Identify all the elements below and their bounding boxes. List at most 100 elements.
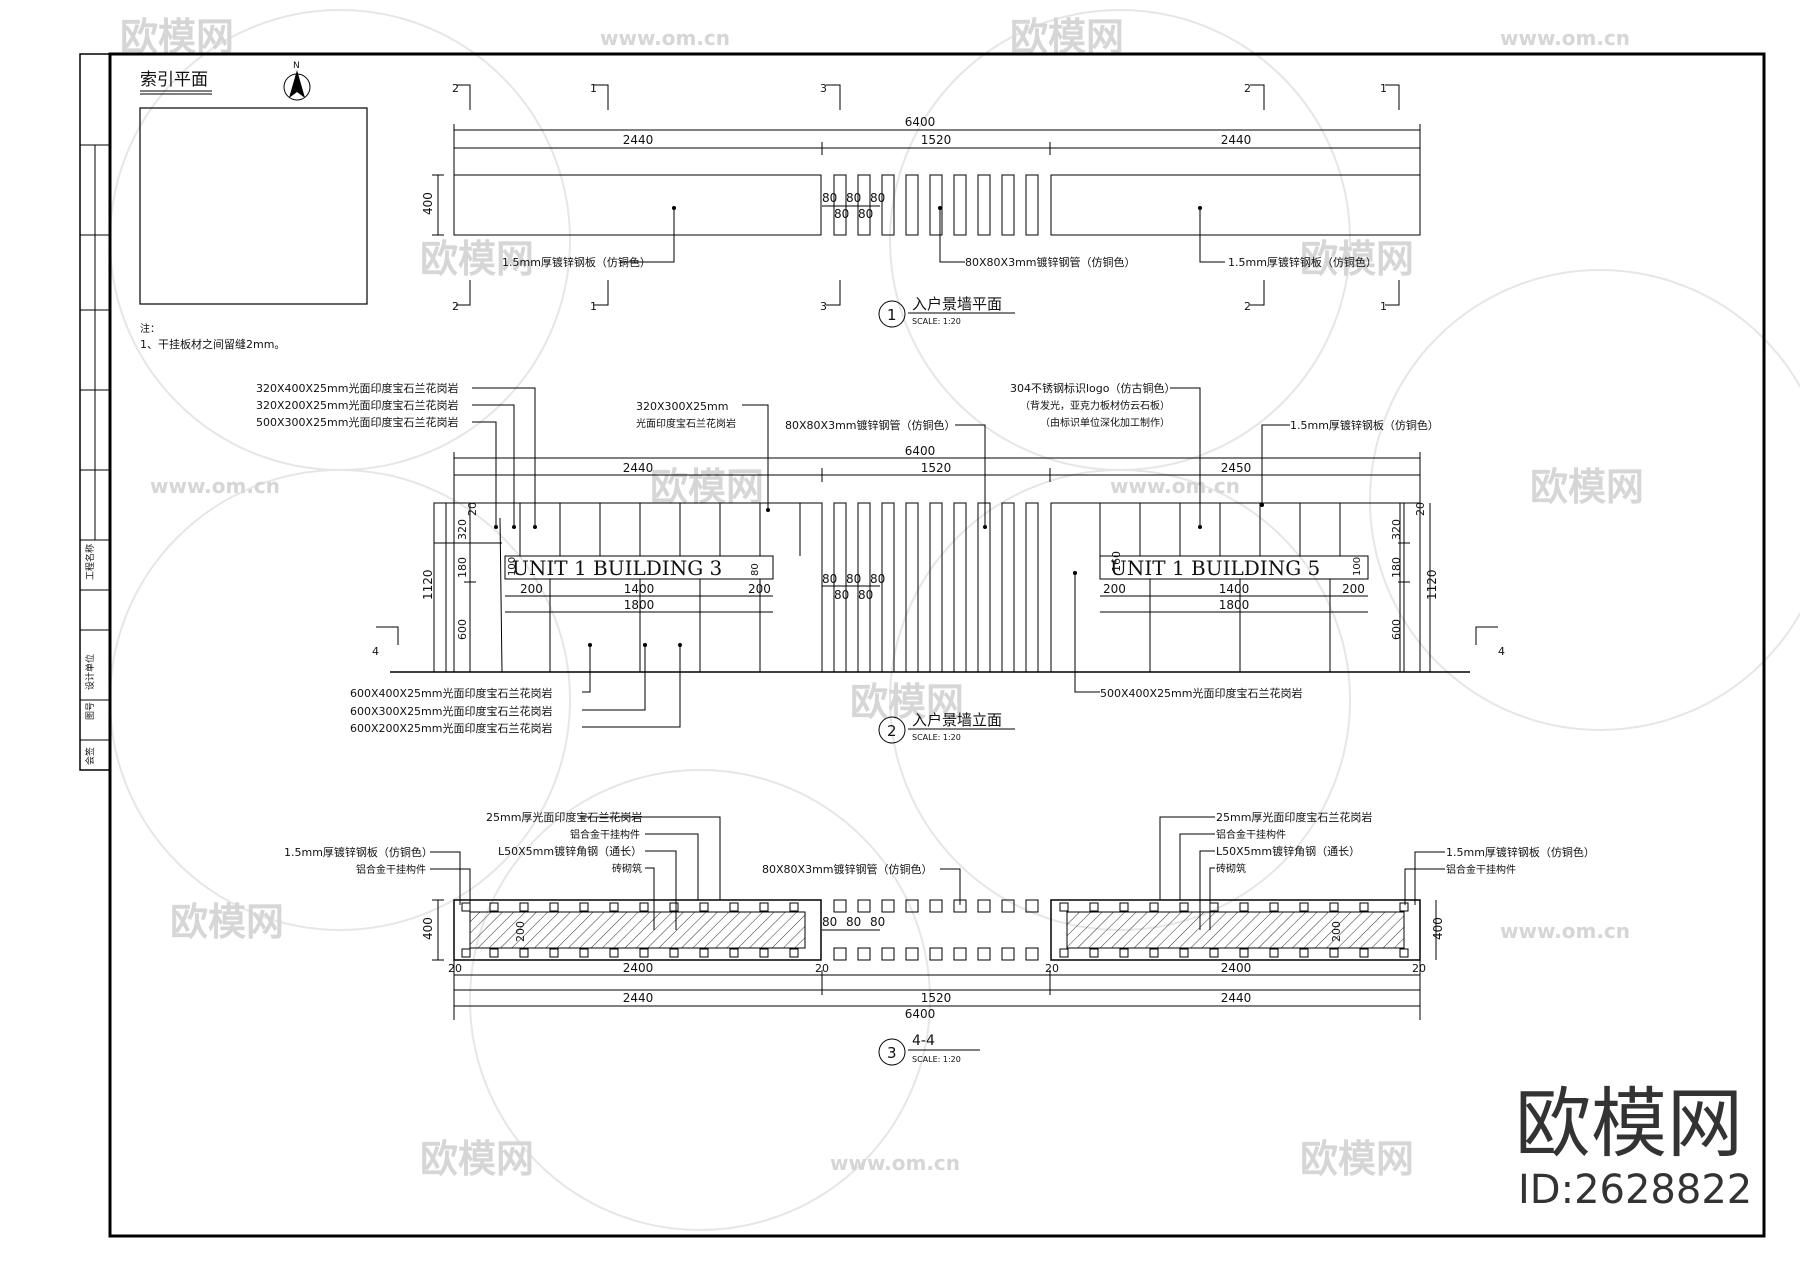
svg-text:80: 80 [846, 572, 861, 586]
svg-text:欧模网: 欧模网 [1010, 15, 1124, 59]
elev-label-3: 500X300X25mm光面印度宝石兰花岗岩 [256, 415, 459, 429]
svg-text:2: 2 [452, 82, 459, 95]
plan-label-mid: 80X80X3mm镀锌钢管（仿铜色） [965, 255, 1136, 269]
svg-text:100: 100 [1352, 557, 1363, 576]
elevation-view: UNIT 1 BUILDING 3 UNIT 1 BUILDING 5 6400… [256, 381, 1505, 744]
svg-text:20: 20 [466, 502, 479, 516]
notes-line: 1、干挂板材之间留缝2mm。 [140, 337, 285, 351]
sec-label-5: 1.5mm厚镀锌钢板（仿铜色） [284, 845, 433, 859]
elev-label-6b: （背发光，亚克力板材仿云石板） [1020, 399, 1170, 412]
elev-label-5: 80X80X3mm镀锌钢管（仿铜色） [785, 418, 956, 432]
svg-text:1120: 1120 [1425, 569, 1439, 600]
svg-text:1: 1 [1380, 300, 1387, 313]
north-arrow-icon: N [283, 61, 311, 101]
svg-text:80: 80 [846, 191, 861, 205]
svg-text:www.om.cn: www.om.cn [1500, 26, 1630, 50]
svg-text:200: 200 [520, 582, 543, 596]
watermark-brand: 欧模网 [120, 15, 234, 59]
elev-label-1: 320X400X25mm光面印度宝石兰花岗岩 [256, 381, 459, 395]
svg-text:100: 100 [507, 557, 518, 576]
svg-text:2450: 2450 [1221, 461, 1252, 475]
svg-text:4-4: 4-4 [912, 1033, 935, 1049]
watermark-url: www.om.cn [600, 26, 730, 50]
svg-text:200: 200 [514, 921, 527, 942]
notes-heading: 注： [140, 322, 160, 335]
elev-label-4b: 光面印度宝石兰花岗岩 [636, 417, 736, 430]
svg-text:1120: 1120 [421, 569, 435, 600]
svg-text:6400: 6400 [905, 444, 936, 458]
svg-text:www.om.cn: www.om.cn [150, 474, 280, 498]
svg-text:2: 2 [887, 722, 897, 740]
svg-text:4: 4 [1498, 645, 1505, 658]
plan-view: 6400 2440 1520 2440 400 80 80 80 80 80 1… [421, 82, 1421, 328]
index-plan: 索引平面 N 注： 1、干挂板材之间留缝2mm。 [139, 61, 368, 351]
sec-label-r1: 25mm厚光面印度宝石兰花岗岩 [1216, 810, 1372, 824]
svg-text:2440: 2440 [623, 461, 654, 475]
sec-label-4: 砖砌筑 [612, 862, 642, 875]
svg-text:欧模网: 欧模网 [850, 680, 964, 724]
svg-text:工程名称: 工程名称 [84, 544, 96, 580]
section-view: 6400 2440 1520 2440 2400 2400 20 20 20 2… [284, 810, 1595, 1066]
section-title: 3 4-4 SCALE: 1:20 [878, 1033, 980, 1066]
svg-text:欧模网: 欧模网 [1300, 1137, 1414, 1181]
svg-text:600: 600 [456, 619, 469, 640]
svg-text:4: 4 [372, 645, 379, 658]
watermark-brand-large: 欧模网 [1515, 1079, 1743, 1168]
svg-text:600: 600 [1390, 619, 1403, 640]
svg-text:1: 1 [887, 306, 897, 324]
svg-text:20: 20 [1414, 502, 1427, 516]
svg-text:1400: 1400 [624, 582, 655, 596]
svg-text:欧模网: 欧模网 [650, 465, 764, 509]
plan-label-right: 1.5mm厚镀锌钢板（仿铜色） [1228, 255, 1377, 269]
sec-label-2: 铝合金干挂构件 [570, 828, 640, 841]
title-block-text: 会签 图号 设计单位 工程名称 [84, 544, 96, 765]
svg-text:1: 1 [590, 300, 597, 313]
svg-text:1520: 1520 [921, 461, 952, 475]
svg-text:www.om.cn: www.om.cn [830, 1151, 960, 1175]
svg-text:20: 20 [1045, 962, 1059, 975]
svg-text:3: 3 [887, 1044, 897, 1062]
svg-text:图号: 图号 [85, 702, 96, 720]
svg-text:设计单位: 设计单位 [84, 654, 96, 690]
svg-text:欧模网: 欧模网 [1300, 237, 1414, 281]
svg-text:欧模网: 欧模网 [420, 1137, 534, 1181]
elevation-title: 2 入户景墙立面 SCALE: 1:20 [878, 711, 1015, 744]
plan-dim-b: 1520 [921, 133, 952, 147]
sec-label-6: 铝合金干挂构件 [356, 863, 426, 876]
svg-text:200: 200 [1342, 582, 1365, 596]
svg-text:80: 80 [870, 572, 885, 586]
svg-text:80: 80 [822, 572, 837, 586]
svg-text:160: 160 [1110, 551, 1123, 572]
svg-text:20: 20 [1412, 962, 1426, 975]
svg-text:200: 200 [1330, 921, 1343, 942]
svg-text:200: 200 [748, 582, 771, 596]
svg-text:2: 2 [1244, 300, 1251, 313]
svg-text:入户景墙立面: 入户景墙立面 [912, 711, 1002, 729]
sign-right: UNIT 1 BUILDING 5 [1110, 556, 1320, 580]
svg-text:欧模网: 欧模网 [420, 237, 534, 281]
plan-dim-c: 2440 [1221, 133, 1252, 147]
svg-text:欧模网: 欧模网 [1530, 465, 1644, 509]
svg-text:3: 3 [820, 300, 827, 313]
svg-text:SCALE: 1:20: SCALE: 1:20 [912, 317, 961, 326]
svg-text:6400: 6400 [905, 1007, 936, 1021]
svg-text:180: 180 [456, 557, 469, 578]
sec-label-r6: 铝合金干挂构件 [1446, 863, 1516, 876]
svg-text:80: 80 [858, 207, 873, 221]
sec-label-7: 80X80X3mm镀锌钢管（仿铜色） [762, 862, 933, 876]
svg-text:320: 320 [1390, 519, 1403, 540]
svg-text:2: 2 [1244, 82, 1251, 95]
svg-text:320: 320 [456, 519, 469, 540]
sec-label-r2: 铝合金干挂构件 [1216, 828, 1286, 841]
svg-text:20: 20 [448, 962, 462, 975]
sheet-border [79, 52, 1766, 1238]
svg-text:20: 20 [815, 962, 829, 975]
svg-text:1400: 1400 [1219, 582, 1250, 596]
svg-text:80: 80 [834, 207, 849, 221]
watermarks: 欧模网 欧模网 欧模网 欧模网 欧模网 欧模网 欧模网 欧模网 欧模网 欧模网 … [109, 9, 1800, 1231]
elev-label-4a: 320X300X25mm [636, 400, 729, 413]
elev-label-8: 600X400X25mm光面印度宝石兰花岗岩 [350, 686, 553, 700]
index-plan-title: 索引平面 [140, 70, 208, 90]
elev-label-7: 1.5mm厚镀锌钢板（仿铜色） [1290, 418, 1439, 432]
